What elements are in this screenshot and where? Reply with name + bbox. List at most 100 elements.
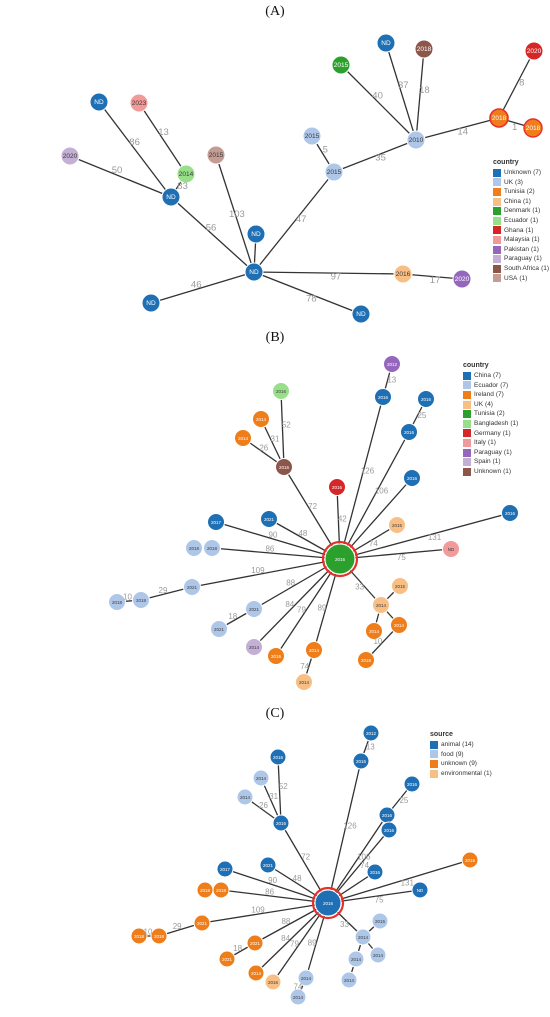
node-b25[interactable]: 2014 (305, 641, 323, 659)
node-c4[interactable]: 2016 (272, 814, 290, 832)
node-a21[interactable]: ND (141, 293, 161, 313)
legend-title: source (430, 731, 453, 738)
legend-count: (1) (519, 274, 528, 282)
edge-label: 40 (372, 90, 383, 101)
node-b19[interactable]: 2018 (132, 591, 150, 609)
node-a15[interactable]: 2018 (489, 108, 509, 128)
node-c18[interactable]: 2018 (150, 927, 168, 945)
node-a1[interactable]: ND (244, 262, 264, 282)
node-c11[interactable]: 2016 (461, 851, 479, 869)
node-c10[interactable]: 2016 (380, 821, 398, 839)
node-c29[interactable]: 2014 (369, 946, 387, 964)
hub-ring (311, 886, 345, 920)
node-circle (252, 769, 270, 787)
node-b31[interactable]: 2016 (357, 651, 375, 669)
node-c3[interactable]: 2014 (236, 788, 254, 806)
node-c12[interactable]: ND (411, 881, 429, 899)
node-c22[interactable]: 2014 (247, 964, 265, 982)
node-b23[interactable]: 2014 (245, 638, 263, 656)
node-c5[interactable]: 2012 (362, 724, 380, 742)
node-a9[interactable]: 2015 (302, 126, 322, 146)
node-b6[interactable]: 2016 (374, 388, 392, 406)
node-b8[interactable]: 2016 (400, 423, 418, 441)
node-circle (295, 673, 313, 691)
node-c9[interactable]: 2016 (366, 863, 384, 881)
node-c16[interactable]: 2018 (196, 881, 214, 899)
node-a14[interactable]: 2018 (414, 39, 434, 59)
node-b21[interactable]: 2021 (245, 600, 263, 618)
node-b18[interactable]: 2021 (183, 578, 201, 596)
node-label: 2015 (375, 919, 386, 924)
node-c23[interactable]: 2016 (264, 973, 282, 991)
node-b2[interactable]: 2014 (252, 410, 270, 428)
node-c26[interactable]: 2014 (354, 928, 372, 946)
node-c14[interactable]: 2021 (259, 856, 277, 874)
node-c24[interactable]: 2014 (297, 969, 315, 987)
node-a11[interactable]: 2010 (406, 130, 426, 150)
node-c1[interactable]: 2016 (269, 748, 287, 766)
node-a10[interactable]: 2015 (324, 162, 344, 182)
node-b30[interactable]: 2014 (365, 622, 383, 640)
node-a19[interactable]: 2020 (452, 269, 472, 289)
node-b5[interactable]: 2012 (383, 355, 401, 373)
node-c25[interactable]: 2014 (289, 988, 307, 1006)
node-b1[interactable]: 2016 (272, 382, 290, 400)
node-c20[interactable]: 2021 (246, 934, 264, 952)
edge-a15-a16 (498, 50, 535, 119)
node-a13[interactable]: ND (376, 33, 396, 53)
node-b15[interactable]: 2021 (260, 510, 278, 528)
node-b24[interactable]: 2016 (267, 647, 285, 665)
node-a6[interactable]: 2020 (60, 146, 80, 166)
node-c2[interactable]: 2014 (252, 769, 270, 787)
node-a12[interactable]: 2015 (331, 55, 351, 75)
legend-count: (1) (503, 467, 512, 475)
node-b7[interactable]: 2016 (417, 390, 435, 408)
edges-group (139, 732, 471, 998)
node-a5[interactable]: 2023 (129, 93, 149, 113)
node-b13[interactable]: ND (442, 540, 460, 558)
node-c6[interactable]: 2016 (352, 752, 370, 770)
node-a4[interactable]: ND (89, 92, 109, 112)
node-b14[interactable]: 2017 (207, 513, 225, 531)
edge-a1-a7 (215, 154, 255, 273)
node-c30[interactable]: 2014 (340, 971, 358, 989)
node-b12[interactable]: 2016 (501, 504, 519, 522)
node-c7[interactable]: 2016 (378, 806, 396, 824)
node-a16[interactable]: 2020 (524, 41, 544, 61)
node-b26[interactable]: 2014 (295, 673, 313, 691)
node-c28[interactable]: 2014 (347, 950, 365, 968)
node-b0[interactable]: 2016 (321, 540, 359, 578)
node-a2[interactable]: ND (161, 187, 181, 207)
node-b22[interactable]: 2021 (210, 620, 228, 638)
hub-ring (321, 540, 359, 578)
node-b3[interactable]: 2014 (234, 429, 252, 447)
node-a7[interactable]: 2015 (206, 145, 226, 165)
node-circle (246, 224, 266, 244)
node-b16[interactable]: 2018 (203, 539, 221, 557)
node-c15[interactable]: 2018 (212, 881, 230, 899)
node-c8[interactable]: 2016 (403, 775, 421, 793)
legend-label: Ireland (474, 391, 494, 399)
node-a18[interactable]: 2016 (393, 264, 413, 284)
node-b20[interactable]: 2018 (108, 593, 126, 611)
node-a20[interactable]: ND (351, 304, 371, 324)
node-b29[interactable]: 2014 (390, 616, 408, 634)
node-c21[interactable]: 2021 (218, 950, 236, 968)
node-b9[interactable]: 2016 (403, 469, 421, 487)
node-a3[interactable]: 2014 (176, 164, 196, 184)
node-c13[interactable]: 2017 (216, 860, 234, 878)
legend-label: UK (474, 400, 484, 408)
node-b4[interactable]: 2016 (275, 458, 293, 476)
node-b17[interactable]: 2018 (185, 539, 203, 557)
node-b11[interactable]: 2015 (388, 516, 406, 534)
node-a8[interactable]: ND (246, 224, 266, 244)
node-a17[interactable]: 2018 (523, 118, 543, 138)
node-c0[interactable]: 2016 (311, 886, 345, 920)
node-c19[interactable]: 2018 (130, 927, 148, 945)
node-circle (354, 928, 372, 946)
node-c17[interactable]: 2021 (193, 914, 211, 932)
node-b28[interactable]: 2015 (391, 577, 409, 595)
node-c27[interactable]: 2015 (371, 912, 389, 930)
node-b27[interactable]: 2014 (372, 596, 390, 614)
node-b10[interactable]: 2016 (328, 478, 346, 496)
